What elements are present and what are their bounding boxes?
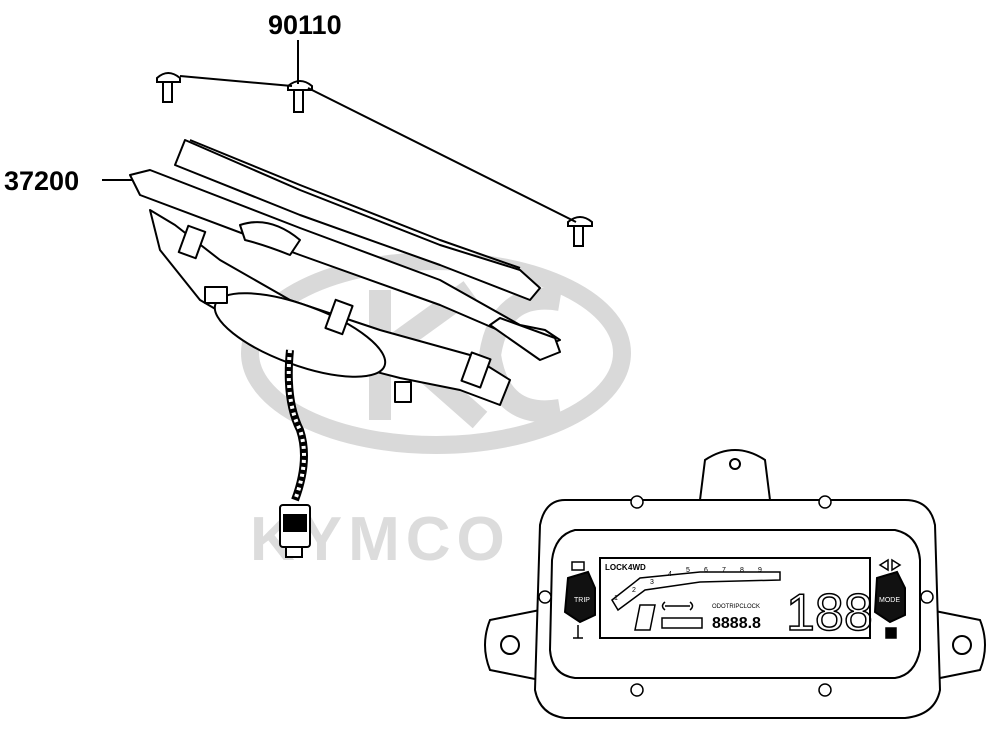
trip-button[interactable]: TRIP	[563, 570, 596, 624]
dashboard-top-tab	[698, 449, 772, 501]
screws-90110	[156, 72, 593, 247]
meter-top-rim	[189, 139, 521, 269]
fuel-bars	[661, 617, 703, 629]
tach-tick-label: 5	[686, 567, 690, 574]
tach-tick-label: 2	[632, 587, 636, 594]
meter-assembly-37200	[129, 139, 561, 406]
tach-tick-label: 9	[758, 567, 762, 574]
meter-lower-post	[204, 286, 228, 304]
screw-right	[567, 216, 593, 247]
lock-label: LOCK	[605, 563, 628, 572]
temperature-icon	[573, 625, 583, 639]
tach-tick-label: 6	[704, 567, 708, 574]
meter-tab-right	[460, 351, 492, 389]
headlight-icon	[885, 627, 897, 639]
gear-indicator	[634, 604, 656, 631]
tach-bar	[611, 571, 781, 612]
engine-warning-icon	[571, 561, 585, 571]
tach-tick-label: 7	[722, 567, 726, 574]
mode-button[interactable]: MODE	[873, 570, 906, 624]
lcd-content: LOCK 4WD 1 2 3 4 5 6 7 8 9 ODOTRIPCLOCK 8888.8 1…	[605, 563, 874, 643]
tach-tick-label: 1	[614, 595, 618, 602]
meter-top-cover	[174, 139, 541, 301]
svg-text:MODE: MODE	[879, 597, 900, 604]
mode-label: 4WD	[628, 563, 646, 572]
tach-tick-label: 3	[650, 579, 654, 586]
callout-37200: 37200	[4, 166, 80, 196]
watermark-c-mark	[478, 287, 562, 423]
speed-readout: 188	[786, 584, 873, 642]
tach-tick-label: 8	[740, 567, 744, 574]
wrench-icon	[661, 601, 694, 611]
meter-mount-ear	[489, 317, 561, 361]
meter-connector	[279, 504, 311, 558]
dashboard-screws	[538, 495, 934, 697]
meter-tab-middle	[324, 298, 354, 336]
tach-tick-labels: 1 2 3 4 5 6 7 8 9	[614, 567, 762, 602]
svg-text:TRIP: TRIP	[574, 597, 590, 604]
meter-lower-post-2	[394, 381, 412, 403]
leader-lines-90110	[179, 40, 577, 223]
odo-readout: 8888.8	[712, 615, 761, 632]
screw-middle	[287, 80, 313, 113]
tach-tick-label: 4	[668, 571, 672, 578]
meter-tab-left	[177, 224, 207, 260]
meter-boss	[239, 221, 301, 256]
screw-left	[156, 72, 181, 103]
turn-signal-icon	[878, 558, 902, 572]
clock-label: ODOTRIPCLOCK	[712, 604, 760, 610]
callout-90110: 90110	[268, 10, 342, 40]
meter-cable	[284, 349, 308, 502]
dashboard-front	[484, 449, 986, 719]
